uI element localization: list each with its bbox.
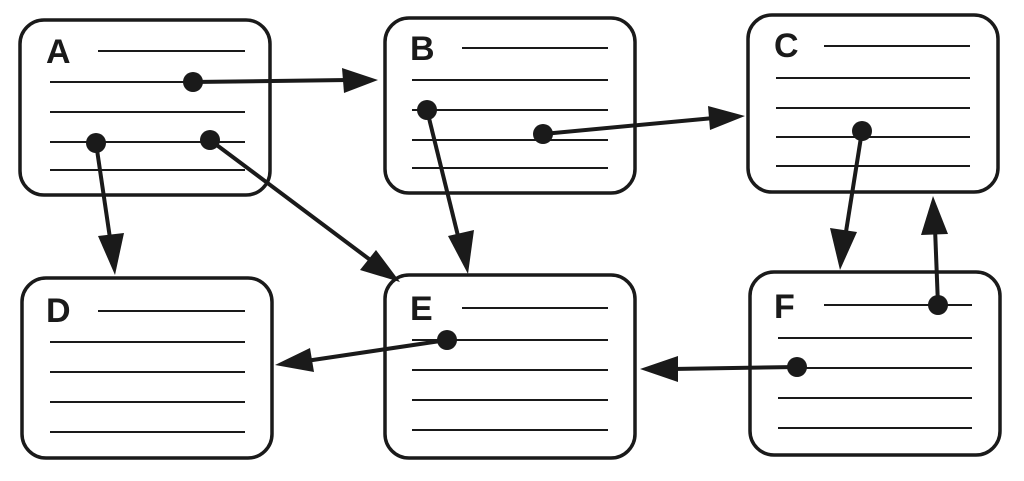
edge-b-to-e xyxy=(417,100,474,274)
node-f: F xyxy=(748,270,1002,457)
edge-a-to-e xyxy=(200,130,400,282)
edge-f-to-c-line xyxy=(933,227,940,306)
arrowhead-icon xyxy=(342,68,378,93)
node-a-box xyxy=(18,18,272,197)
edge-b-to-c xyxy=(533,106,745,144)
arrowhead-icon xyxy=(360,250,400,282)
arrowhead-icon xyxy=(640,356,678,382)
edge-a-to-d-line xyxy=(94,142,113,246)
edge-b-to-c-line xyxy=(542,116,715,136)
arrowhead-icon xyxy=(448,230,474,274)
edge-a-to-d-dot xyxy=(86,133,106,153)
arrowhead-icon xyxy=(98,233,124,275)
node-e-box xyxy=(383,273,637,460)
edge-a-to-b xyxy=(183,68,378,93)
edge-f-to-c-dot xyxy=(928,295,948,315)
node-c-label: C xyxy=(774,27,799,65)
edge-f-to-e-dot xyxy=(787,357,807,377)
node-a: A xyxy=(18,18,272,197)
edge-a-to-b-line xyxy=(192,78,349,84)
edge-f-to-c xyxy=(921,196,948,315)
node-f-box xyxy=(748,270,1002,457)
node-e-label: E xyxy=(410,290,433,328)
edge-b-to-e-dot xyxy=(417,100,437,120)
edge-a-to-e-line xyxy=(208,138,379,267)
edge-c-to-f-dot xyxy=(852,121,872,141)
edge-b-to-c-dot xyxy=(533,124,553,144)
edge-a-to-e-dot xyxy=(200,130,220,150)
edge-c-to-f-line xyxy=(843,130,864,239)
node-a-label: A xyxy=(46,33,71,71)
edge-f-to-e xyxy=(640,356,807,382)
node-c-box xyxy=(746,13,1000,194)
node-c: C xyxy=(746,13,1000,194)
node-b: B xyxy=(383,16,637,195)
node-d-label: D xyxy=(46,292,71,330)
arrowhead-icon xyxy=(921,196,948,235)
node-d: D xyxy=(20,276,274,460)
edge-e-to-d-dot xyxy=(437,330,457,350)
edge-e-to-d xyxy=(275,330,457,372)
edge-b-to-e-line xyxy=(425,109,462,245)
edge-a-to-b-dot xyxy=(183,72,203,92)
edge-e-to-d-line xyxy=(305,338,448,363)
arrowhead-icon xyxy=(708,106,745,130)
arrowhead-icon xyxy=(830,228,857,270)
edge-a-to-d xyxy=(86,133,124,275)
node-d-box xyxy=(20,276,274,460)
node-f-label: F xyxy=(774,288,795,326)
edge-f-to-e-line xyxy=(671,365,798,371)
edge-c-to-f xyxy=(830,121,872,270)
arrowhead-icon xyxy=(275,348,314,372)
node-e: E xyxy=(383,273,637,460)
node-b-label: B xyxy=(410,30,435,68)
node-b-box xyxy=(383,16,637,195)
